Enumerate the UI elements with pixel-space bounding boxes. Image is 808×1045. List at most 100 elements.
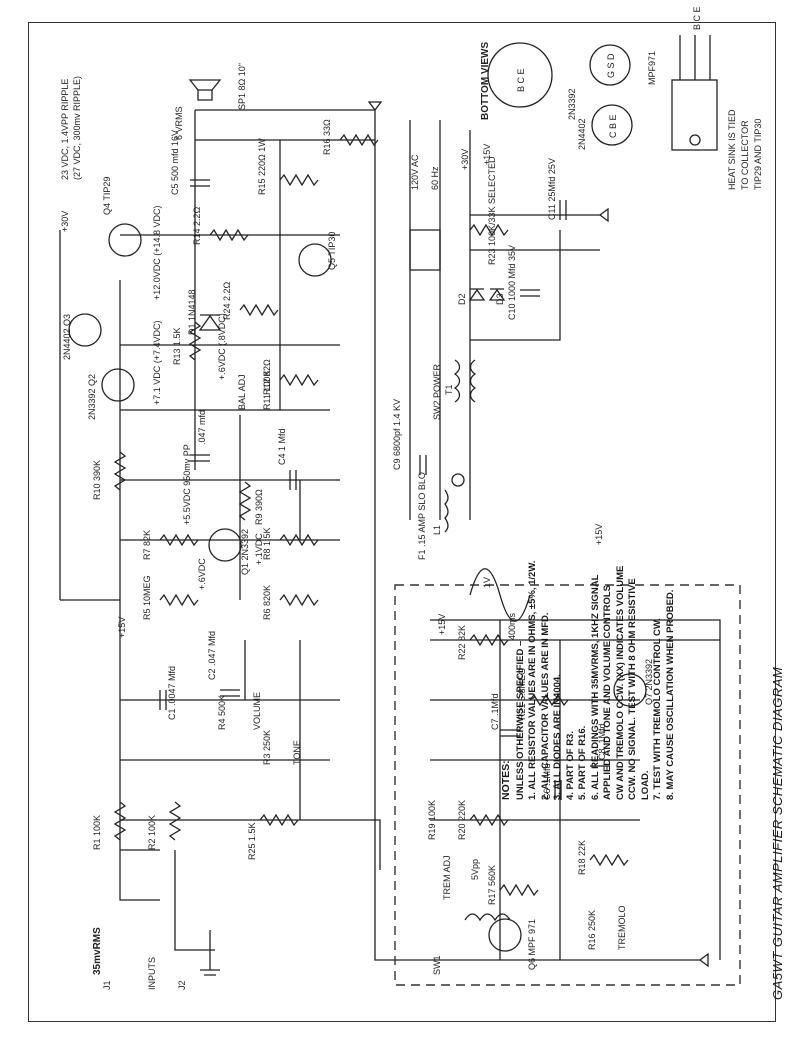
note-item: CW AND TREMOLO CCW. (XX) INDICATES VOLUM… xyxy=(614,565,626,800)
reading-mid: +12.0VDC (+14.8 VDC) xyxy=(152,205,162,300)
inductor-l1 xyxy=(444,489,449,533)
capacitor-c11 xyxy=(559,200,567,220)
notes-intro: UNLESS OTHERWISE SPECIFIED – xyxy=(514,640,526,800)
heatsink-note-2: TO COLLECTOR xyxy=(740,120,750,190)
note-item: 6. ALL READINGS WITH 35MVRMS, 1KHZ SIGNA… xyxy=(589,574,601,800)
r3-label: R3 250K xyxy=(262,730,272,765)
c11-label: C11 25Mfd 25V xyxy=(547,158,557,220)
capacitor-c7 xyxy=(500,729,520,737)
resistor-r6 xyxy=(279,593,319,607)
bv-tip-tab xyxy=(671,79,718,151)
bv-mpf971-pins: G S D xyxy=(606,53,616,78)
note-item: 2. ALL CAPACITOR VALUES ARE IN MFD. xyxy=(539,612,551,800)
resistor-r12 xyxy=(279,373,319,387)
transistor-q1 xyxy=(208,528,242,562)
reading-ripple-1: 23 VDC, 1.4VPP RIPPLE xyxy=(60,79,70,180)
jack-j1-wire xyxy=(119,850,160,901)
c1-label: C1 .0047 Mfd xyxy=(167,666,177,720)
r11-tag: BAL ADJ xyxy=(237,374,247,410)
resistor-r7 xyxy=(159,533,199,547)
c6-label: C6 .1Mfd xyxy=(542,763,552,800)
r13-label: R13 1.5K xyxy=(172,327,182,365)
label-layer: 35mvRMS J1 J2 INPUTS R1 100K R2 100K R25… xyxy=(60,6,763,990)
rail-15v-c: +15V xyxy=(594,524,604,545)
rail-30v-a: +30V xyxy=(60,211,70,232)
r18-label: R18 22K xyxy=(577,840,587,875)
r16b-tag: TREMOLO xyxy=(617,905,627,950)
t1-label: T1 xyxy=(444,384,454,395)
resistor-r17 xyxy=(499,883,539,897)
resistor-r8 xyxy=(279,533,319,547)
transistor-q6 xyxy=(488,918,522,952)
r9-label: R9 390Ω xyxy=(254,489,264,525)
reading-q1c: +5.5VDC 950mv PP xyxy=(182,444,192,525)
trem-1v-label: 1V xyxy=(482,577,492,588)
c3-label: .047 mfd xyxy=(197,410,207,445)
ac-in-1: 120V AC xyxy=(410,154,420,190)
note-item: 7. TEST WITH TREMOLO CONTROL CW. xyxy=(652,618,663,800)
bottom-views-heading: BOTTOM VIEWS xyxy=(480,42,491,120)
reading-q1b: +.6VDC xyxy=(197,558,207,590)
r4-tag: VOLUME xyxy=(252,692,262,730)
capacitor-c3 xyxy=(190,454,210,462)
bv-2n3392-outline xyxy=(487,42,553,108)
q3-label: 2N4402 Q3 xyxy=(62,314,72,360)
r5-label: R5 10MEG xyxy=(142,575,152,620)
c8-label: C8 .1Mfd xyxy=(597,723,607,760)
jack-j1-label: J1 xyxy=(102,980,112,990)
capacitor-c4 xyxy=(289,470,297,490)
r21-label: R21 6.8MEG xyxy=(517,668,527,720)
notes-block: NOTES: UNLESS OTHERWISE SPECIFIED – 1. A… xyxy=(500,480,677,800)
note-item: LOAD. xyxy=(639,770,651,800)
bv-2n4402-name: 2N4402 xyxy=(577,118,587,150)
trem-pp-label: 5Vpp xyxy=(470,859,480,880)
ground-arrow-2 xyxy=(598,207,609,223)
bus-6 xyxy=(120,819,381,870)
bv-mpf971-outline xyxy=(589,44,631,86)
bv-2n3392-name: 2N3392 xyxy=(567,88,577,120)
resistor-r1 xyxy=(113,801,127,841)
transistor-q3 xyxy=(68,313,102,347)
q7-label: Q7 2N3392 xyxy=(644,659,654,705)
ps-wire-6 xyxy=(470,230,561,341)
transformer-t1 xyxy=(453,359,477,403)
resistor-r16 xyxy=(339,133,379,147)
resistor-r14 xyxy=(209,228,249,242)
rail-15v-a: +15V xyxy=(117,617,127,638)
bv-tip-leads xyxy=(679,35,711,80)
note-item: 8. MAY CAUSE OSCILLATION WHEN PROBED. xyxy=(664,589,676,800)
d3-label: D3 xyxy=(495,293,505,305)
capacitor-c1 xyxy=(159,690,167,710)
trem-wire-1 xyxy=(430,619,721,960)
r16-label: R16 33Ω xyxy=(322,119,332,155)
f1-label: F1 .15 AMP SLO BLO xyxy=(417,472,427,560)
reading-ripple-2: (27 VDC, 300mv RIPPLE) xyxy=(72,76,82,180)
d2-label: D2 xyxy=(457,293,467,305)
trem-rate-label: 400ms xyxy=(507,612,517,640)
tremolo-section xyxy=(394,584,741,986)
resistor-r15 xyxy=(279,173,319,187)
speaker-label: SP1 8Ω 10" xyxy=(237,63,247,110)
power-plug xyxy=(409,229,441,271)
resistor-r5 xyxy=(159,593,199,607)
ground-arrow-3 xyxy=(698,952,709,968)
rail-30v: +30V xyxy=(460,149,470,170)
resistor-r23 xyxy=(469,223,509,237)
r7-label: R7 82K xyxy=(142,530,152,560)
r24-label: R24 2.2Ω xyxy=(222,281,232,320)
rail-15v-b: +15V xyxy=(437,614,447,635)
bv-tip-hole xyxy=(689,134,701,146)
r11-label: R11 100K xyxy=(262,371,272,410)
capacitor-c10 xyxy=(520,289,540,297)
bv-2n3392-pins: B C E xyxy=(516,68,526,92)
resistor-r13 xyxy=(188,321,202,361)
r25-label: R25 1.5K xyxy=(247,822,257,860)
speaker-sp1 xyxy=(188,79,222,101)
resistor-r24 xyxy=(239,303,279,317)
bv-2n4402-pins: C B E xyxy=(608,114,618,138)
r16b-label: R16 250K xyxy=(587,910,597,950)
diagram-title: GA5WT GUITAR AMPLIFIER SCHEMATIC DIAGRAM xyxy=(770,666,785,1000)
trem-waveform xyxy=(469,568,531,622)
